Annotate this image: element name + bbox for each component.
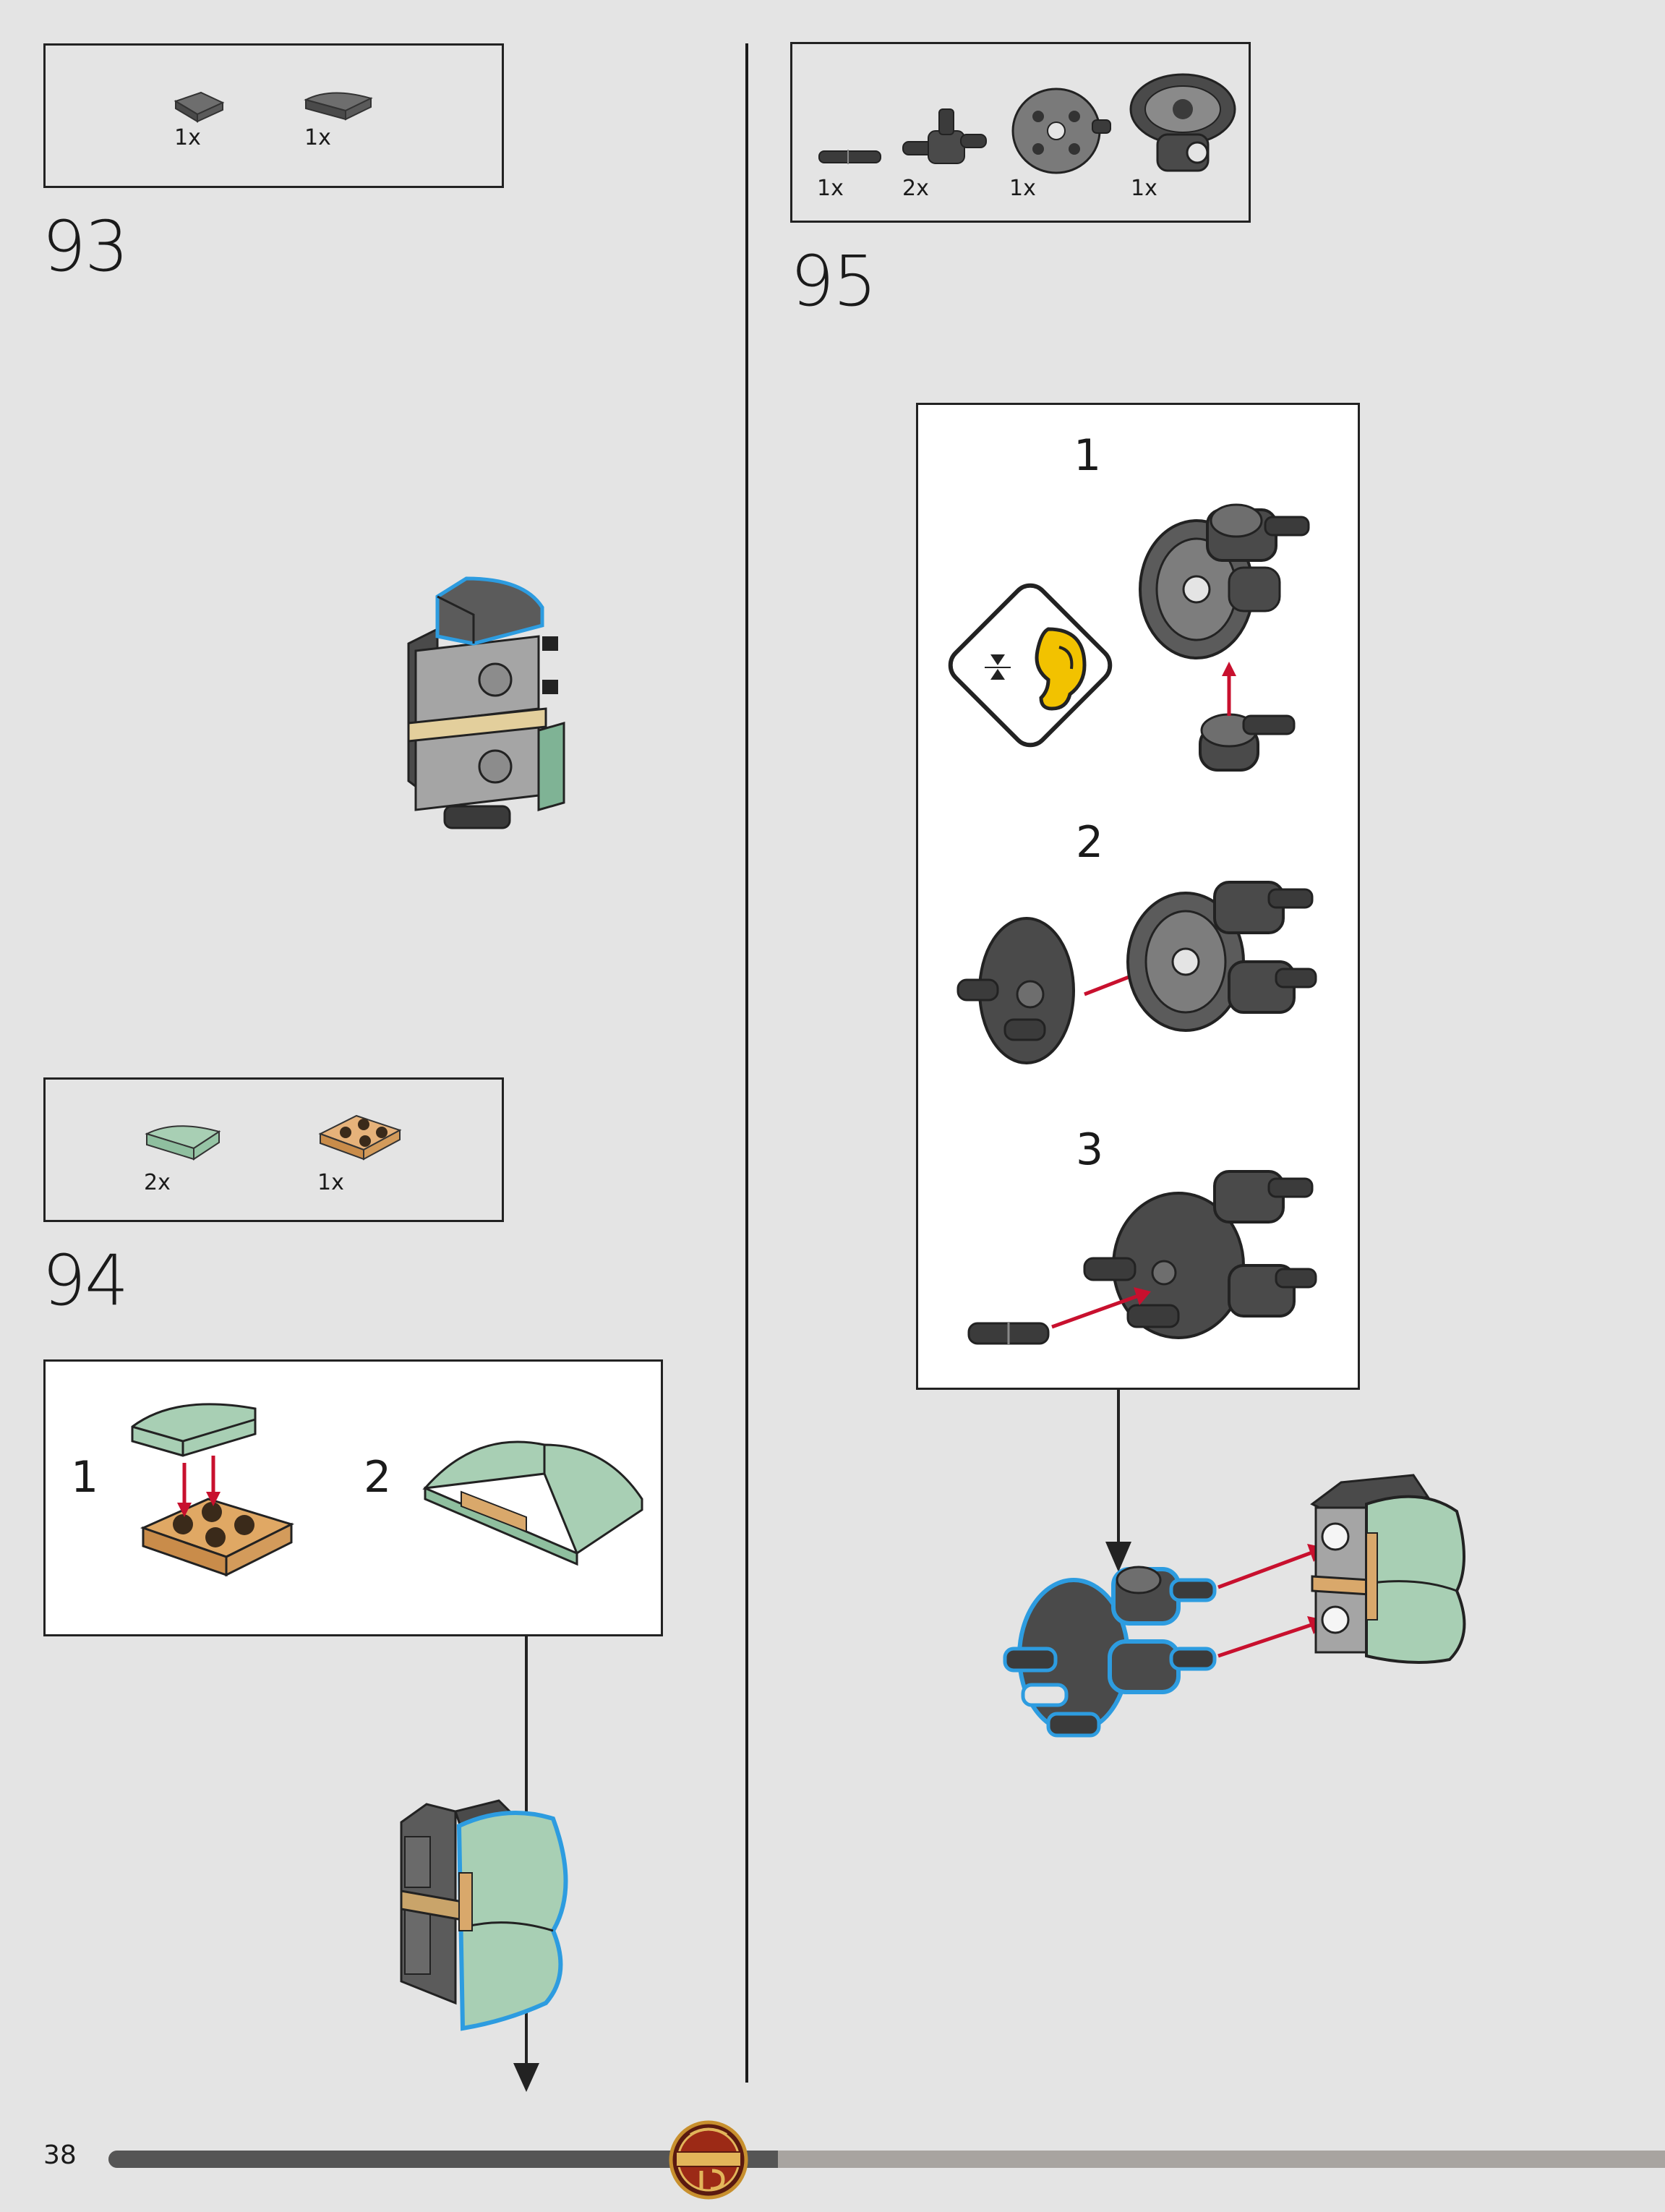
part-qty: 2x [902, 176, 929, 201]
assembly-step-95 [994, 1453, 1500, 1757]
substep-number: 1 [71, 1452, 98, 1503]
parts-list-step-95: 1x 2x 1x 1x [790, 42, 1251, 223]
part-qty: 1x [1131, 176, 1157, 201]
curved-slope-dark-gray-icon [172, 87, 230, 123]
substep-94-2-illustration [418, 1430, 649, 1575]
technic-pin-with-axle-icon [899, 102, 993, 182]
ear-click-icon [940, 575, 1121, 756]
technic-pin-connector-icon [816, 138, 888, 174]
part-qty: 1x [1009, 176, 1036, 201]
part-qty: 1x [317, 1170, 344, 1195]
technic-gear-hub-icon [1125, 69, 1241, 178]
callout-border-bottom [916, 1388, 1360, 1390]
subassembly-callout-step-95: 1 2 [916, 403, 1360, 1390]
curved-slope-1x2-dark-gray-icon [302, 85, 382, 129]
curved-slope-sand-green-icon [140, 1116, 241, 1166]
substep-95-1-illustration [1121, 466, 1337, 792]
assembly-step-93 [394, 564, 568, 839]
part-qty: 1x [174, 125, 201, 150]
page-number: 38 [43, 2140, 77, 2170]
part-qty: 1x [304, 125, 331, 150]
substep-95-3-illustration [947, 1157, 1352, 1381]
substep-95-2-illustration [947, 853, 1352, 1099]
step-number: 93 [42, 206, 127, 287]
subassembly-callout-step-94: 1 2 [43, 1359, 663, 1636]
plate-2x2-tan-icon [313, 1105, 414, 1170]
step-number: 94 [42, 1240, 127, 1321]
part-qty: 2x [144, 1170, 171, 1195]
substep-number: 2 [364, 1452, 391, 1503]
parts-list-step-93: 1x 1x [43, 43, 504, 188]
part-qty: 1x [817, 176, 844, 201]
substep-94-1-illustration [125, 1383, 313, 1586]
column-divider [745, 43, 748, 2083]
step-number: 95 [790, 241, 876, 322]
substep-number: 1 [1074, 430, 1101, 481]
parts-list-step-94: 2x 1x [43, 1077, 504, 1222]
ninjago-15-logo [669, 2120, 748, 2200]
assembly-step-94 [398, 1793, 586, 2032]
technic-wheel-disc-icon [1006, 84, 1114, 178]
